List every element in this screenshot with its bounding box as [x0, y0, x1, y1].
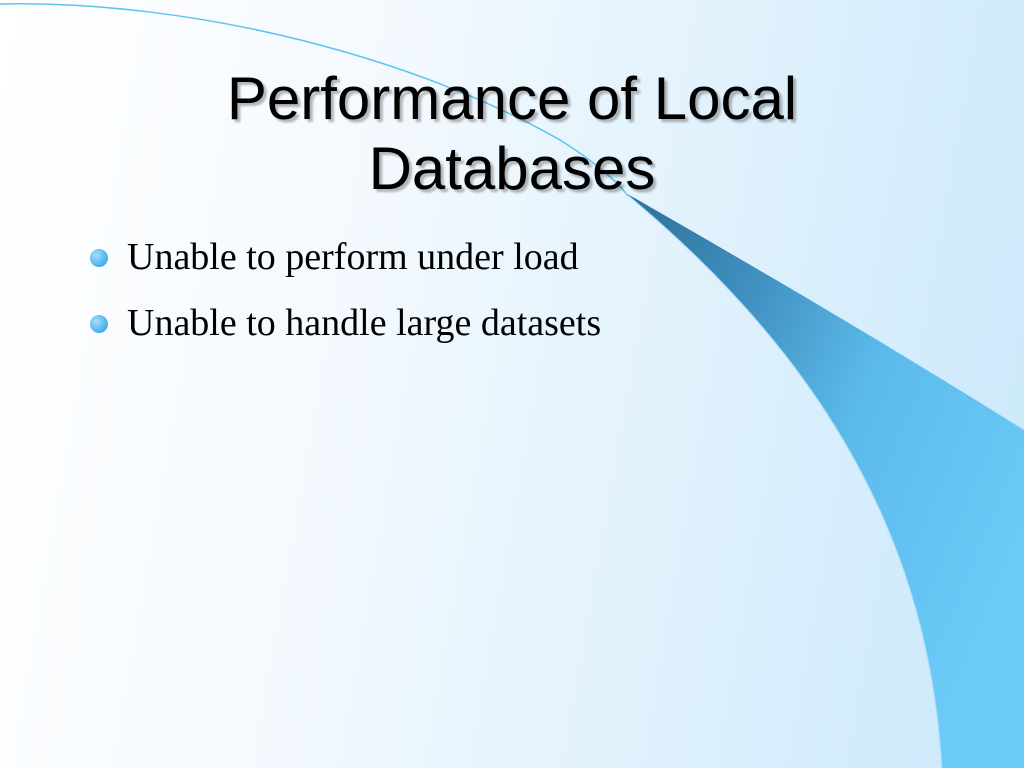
- swoosh-band: [624, 192, 1024, 768]
- arc-line: [0, 3, 629, 197]
- bullet-item: Unable to handle large datasets: [90, 298, 601, 348]
- title-line-1: Performance of Local: [226, 65, 798, 132]
- bullet-dot-icon: [90, 315, 108, 333]
- bullet-list: Unable to perform under load Unable to h…: [90, 232, 601, 364]
- swoosh-edge: [623, 191, 943, 768]
- slide-title: Performance of Local Databases: [112, 64, 912, 204]
- title-line-2: Databases: [368, 135, 656, 202]
- bullet-dot-icon: [90, 249, 108, 267]
- bullet-item: Unable to perform under load: [90, 232, 601, 282]
- bullet-text: Unable to handle large datasets: [127, 302, 602, 344]
- bullet-text: Unable to perform under load: [127, 236, 579, 278]
